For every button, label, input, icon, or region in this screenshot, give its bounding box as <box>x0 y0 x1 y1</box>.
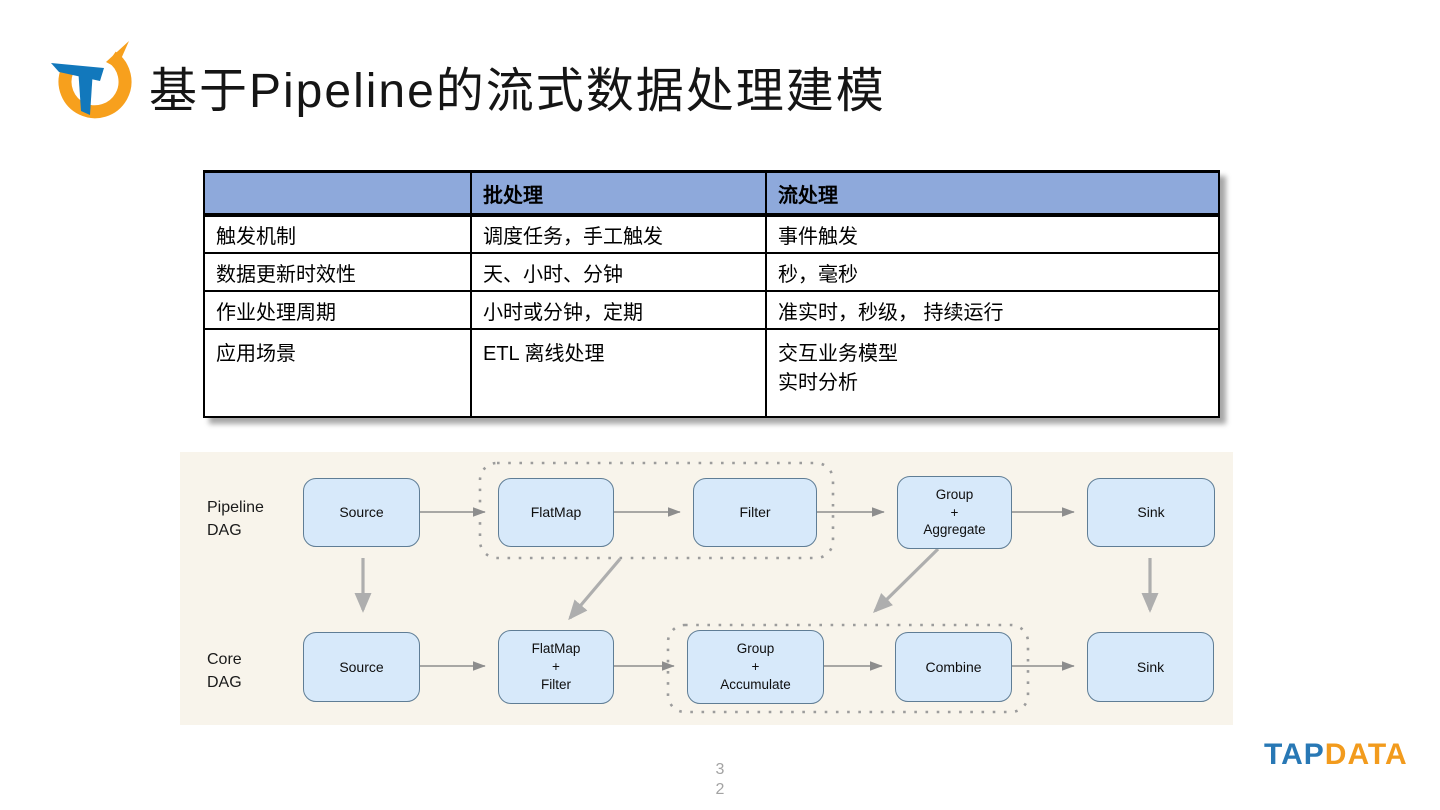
tapdata-logo-icon <box>51 41 132 119</box>
core-node-flatmap-filter: FlatMap + Filter <box>498 630 614 704</box>
table-header-empty <box>203 170 472 217</box>
dag-arrows <box>354 461 1159 714</box>
batch-cell: 天、小时、分钟 <box>470 252 767 292</box>
pipeline-node-group-aggregate: Group + Aggregate <box>897 476 1012 549</box>
table-row-freshness: 数据更新时效性 天、小时、分钟 秒，毫秒 <box>203 252 1220 292</box>
tapdata-wordmark: TAPDATA <box>1264 738 1408 772</box>
core-node-group-accumulate: Group + Accumulate <box>687 630 824 704</box>
core-node-combine: Combine <box>895 632 1012 702</box>
table-row-cycle: 作业处理周期 小时或分钟，定期 准实时，秒级， 持续运行 <box>203 290 1220 330</box>
row-label: 触发机制 <box>203 214 472 254</box>
batch-cell: 小时或分钟，定期 <box>470 290 767 330</box>
stream-cell: 交互业务模型 实时分析 <box>765 328 1220 418</box>
core-node-source: Source <box>303 632 420 702</box>
wordmark-tap: TAP <box>1264 738 1325 771</box>
row-label: 作业处理周期 <box>203 290 472 330</box>
core-fused-ops-dashed-box <box>666 623 1030 714</box>
core-dag-label: Core DAG <box>207 651 242 692</box>
batch-vs-stream-table: 批处理 流处理 触发机制 调度任务，手工触发 事件触发 数据更新时效性 天、小时… <box>203 170 1220 418</box>
pipeline-node-source: Source <box>303 478 420 547</box>
dag-diagram-panel: Pipeline DAG Core DAG Source FlatMap Fil… <box>180 452 1233 725</box>
table-row-trigger: 触发机制 调度任务，手工触发 事件触发 <box>203 214 1220 254</box>
pipeline-node-sink: Sink <box>1087 478 1215 547</box>
table-row-scenario: 应用场景 ETL 离线处理 交互业务模型 实时分析 <box>203 328 1220 418</box>
pipeline-node-filter: Filter <box>693 478 817 547</box>
table-header-stream: 流处理 <box>765 170 1220 217</box>
row-label: 数据更新时效性 <box>203 252 472 292</box>
page-number: 3 2 <box>715 761 725 798</box>
stream-cell: 准实时，秒级， 持续运行 <box>765 290 1220 330</box>
pipeline-dag-label: Pipeline DAG <box>207 499 264 540</box>
table-header-batch: 批处理 <box>470 170 767 217</box>
pipeline-node-flatmap: FlatMap <box>498 478 614 547</box>
stream-cell: 事件触发 <box>765 214 1220 254</box>
batch-cell: ETL 离线处理 <box>470 328 767 418</box>
stream-cell: 秒，毫秒 <box>765 252 1220 292</box>
row-label: 应用场景 <box>203 328 472 418</box>
page-title: 基于Pipeline的流式数据处理建模 <box>149 65 886 118</box>
batch-cell: 调度任务，手工触发 <box>470 214 767 254</box>
table-header-row: 批处理 流处理 <box>203 170 1220 217</box>
wordmark-data: DATA <box>1324 738 1408 771</box>
core-node-sink: Sink <box>1087 632 1214 702</box>
